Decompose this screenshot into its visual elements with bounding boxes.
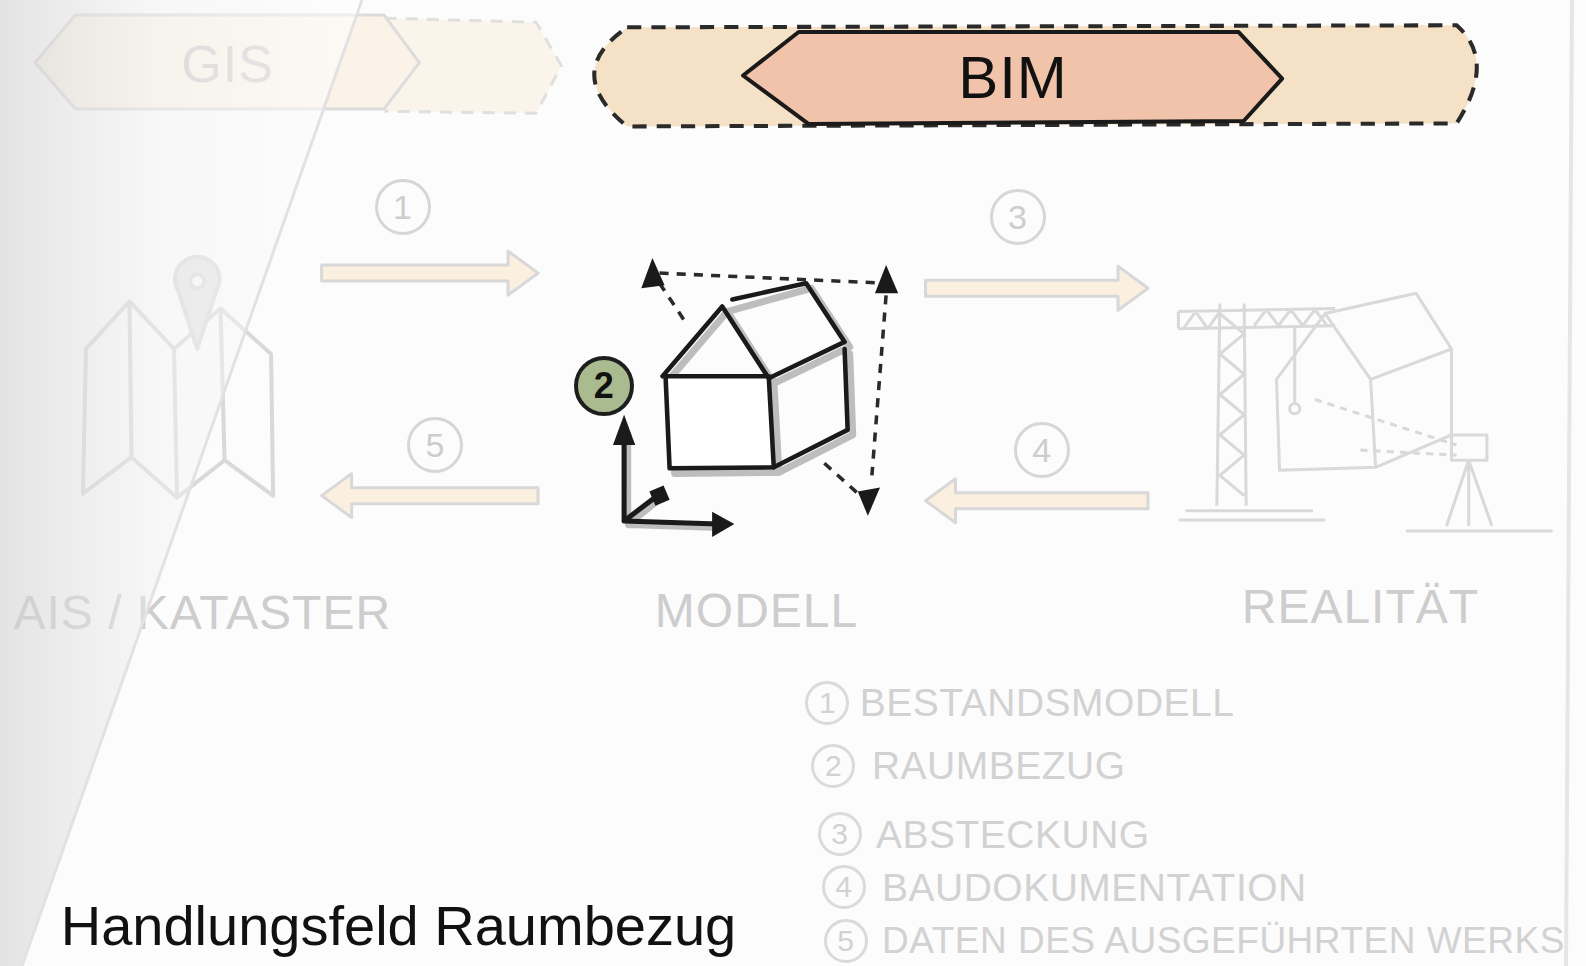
crane-hook-ball <box>1290 404 1300 414</box>
coordinate-axes <box>613 415 734 537</box>
page-title: Handlungsfeld Raumbezug <box>61 898 737 954</box>
list-item: BESTANDSMODELL <box>860 683 1235 722</box>
band-label: GIS <box>181 38 274 90</box>
map-pin <box>175 257 220 349</box>
scanner-head <box>1452 435 1487 460</box>
illustration-group: MODELL <box>538 248 925 648</box>
corner-triangle <box>875 265 898 293</box>
ghost-house <box>1277 293 1452 470</box>
step-number: 5 <box>407 417 463 473</box>
crane-base <box>1178 511 1325 520</box>
arrow-shape <box>322 474 538 518</box>
folded-map <box>83 301 273 497</box>
illustration-group: REALITÄT <box>1148 283 1558 647</box>
corner-triangle <box>858 488 880 516</box>
step-number: 3 <box>990 189 1046 245</box>
list-number: 2 <box>811 744 855 788</box>
dashed-frame-lines <box>659 273 886 501</box>
page-curl <box>0 0 362 966</box>
illustration-group: AIS / KATASTER <box>61 243 322 648</box>
process-arrow <box>322 474 538 518</box>
band-shape <box>743 32 1282 124</box>
axes-shadow <box>628 435 720 528</box>
house-roof <box>663 283 845 378</box>
band-label: BIM <box>958 48 1068 108</box>
callout-number: 2 <box>574 356 634 416</box>
process-arrow <box>925 266 1148 310</box>
gis-band: GIS <box>35 15 419 112</box>
arrow-shape <box>322 251 538 295</box>
arrow-shape <box>925 479 1148 523</box>
list-number: 1 <box>805 681 849 725</box>
bim-dashed-band <box>594 25 1477 126</box>
map-fold-lines <box>129 301 224 497</box>
list-item: RAUMBEZUG <box>872 746 1126 785</box>
step-number: 4 <box>1014 422 1070 478</box>
band-shape <box>35 15 419 109</box>
construction-site-illustration <box>1178 293 1552 531</box>
illustration-label: REALITÄT <box>1242 583 1479 631</box>
crane-jib <box>1178 309 1335 329</box>
axis-head <box>649 486 669 506</box>
house-front <box>666 376 774 468</box>
list-item: ABSTECKUNG <box>876 815 1150 854</box>
crane-tower <box>1217 303 1246 505</box>
axis-head <box>613 415 635 445</box>
tripod <box>1406 460 1553 531</box>
corner-triangle <box>641 258 664 288</box>
axis-head <box>712 512 734 537</box>
list-number: 5 <box>824 919 868 963</box>
list-item: BAUDOKUMENTATION <box>882 868 1307 907</box>
arrow-shape <box>925 266 1148 310</box>
list-item: DATEN DES AUSGEFÜHRTEN WERKS <box>882 922 1565 959</box>
axes <box>624 435 718 524</box>
house-model <box>663 283 848 468</box>
step-number: 1 <box>375 179 431 235</box>
process-arrow <box>322 251 538 295</box>
map-illustration <box>83 257 273 498</box>
list-number: 4 <box>822 865 866 909</box>
bim-band: BIM <box>741 30 1284 126</box>
crane-hook <box>1293 326 1296 403</box>
map-pin-dot <box>190 274 204 288</box>
illustration-label: MODELL <box>655 587 858 635</box>
list-number: 3 <box>818 812 862 856</box>
model-corner-markers <box>641 258 898 516</box>
process-arrow <box>925 479 1148 523</box>
page-curl-edge <box>22 0 362 966</box>
house-side <box>774 349 848 467</box>
page-edge-right <box>1566 0 1572 966</box>
illustration-label: AIS / KATASTER <box>13 589 391 637</box>
scan-lines <box>1315 400 1457 456</box>
